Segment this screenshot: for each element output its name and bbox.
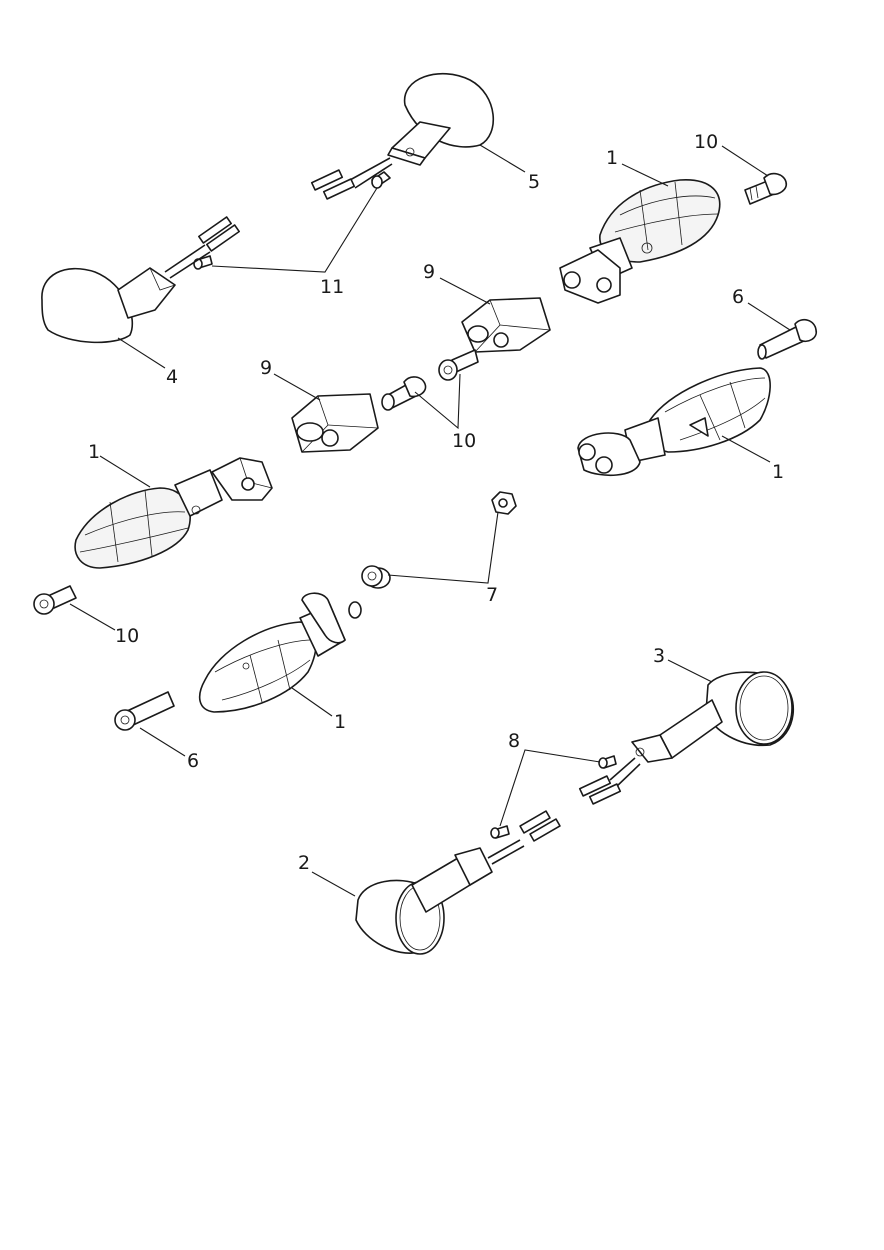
callout-9-lower: 9 (260, 357, 272, 379)
leader-c9a (439, 277, 491, 305)
part-10-bolt-left (33, 585, 77, 615)
part-7-grommet (361, 565, 391, 589)
leader-c8 (499, 749, 601, 827)
callout-1-upper-right: 1 (606, 147, 618, 169)
leader-c7 (387, 511, 499, 584)
leader-c1a (621, 163, 669, 187)
leader-c2 (311, 871, 356, 897)
callout-3: 3 (653, 645, 665, 667)
callout-11: 11 (320, 276, 344, 298)
part-7-nut (491, 491, 517, 515)
callout-1-lower-left: 1 (334, 711, 346, 733)
callout-4: 4 (166, 366, 178, 388)
callout-10-left: 10 (115, 625, 139, 647)
part-3-rear-lamp-right (578, 671, 794, 805)
leader-c6b (139, 727, 186, 757)
part-2-rear-lamp-left (355, 810, 561, 955)
part-9-mount-block-lower (291, 393, 379, 453)
part-1-led-indicator-lower-left (198, 592, 362, 713)
part-8-small-screw-a (598, 755, 617, 769)
part-1-led-indicator-right (577, 367, 771, 477)
callout-2: 2 (298, 852, 310, 874)
part-9-mount-block-upper (461, 297, 551, 353)
leader-c9b (273, 373, 321, 401)
leader-c3 (667, 659, 713, 683)
callout-6-lower-left: 6 (187, 750, 199, 772)
callout-7: 7 (486, 584, 498, 606)
part-6-long-bolt-upper-right (757, 318, 818, 360)
leader-c1b (721, 435, 771, 463)
part-10-bolt-upper-right (744, 172, 788, 205)
callout-8: 8 (508, 730, 520, 752)
part-10-bolt-center-b (381, 376, 427, 411)
part-4-indicator-lamp-left (41, 216, 241, 344)
part-5-indicator-lamp-top (310, 72, 494, 200)
part-1-led-indicator-upper-right (559, 179, 721, 304)
leader-c10a (721, 145, 769, 177)
leader-c6a (747, 302, 791, 331)
leader-lines (69, 144, 791, 897)
callout-1-left: 1 (88, 441, 100, 463)
leader-c4 (117, 337, 166, 369)
leader-c10b (414, 373, 461, 430)
callout-5: 5 (528, 171, 540, 193)
part-11-small-screw-b (193, 255, 213, 270)
callout-10-center: 10 (452, 430, 476, 452)
callout-9-upper: 9 (423, 261, 435, 283)
part-6-long-bolt-lower-left (114, 691, 175, 731)
leader-c5 (479, 144, 526, 173)
callout-6-upper-right: 6 (732, 286, 744, 308)
leader-c11 (211, 187, 378, 273)
callout-10-upper-right: 10 (694, 131, 718, 153)
leader-c1c (99, 455, 151, 488)
callout-1-right: 1 (772, 461, 784, 483)
leader-c10c (69, 603, 116, 631)
leader-c1d (291, 687, 333, 717)
part-8-small-screw-b (490, 825, 510, 839)
part-10-bolt-center-a (438, 349, 479, 381)
callout-labels: 5 4 11 1 10 9 6 9 10 1 1 7 10 1 6 3 8 2 (88, 131, 784, 874)
part-1-led-indicator-left (74, 457, 273, 569)
